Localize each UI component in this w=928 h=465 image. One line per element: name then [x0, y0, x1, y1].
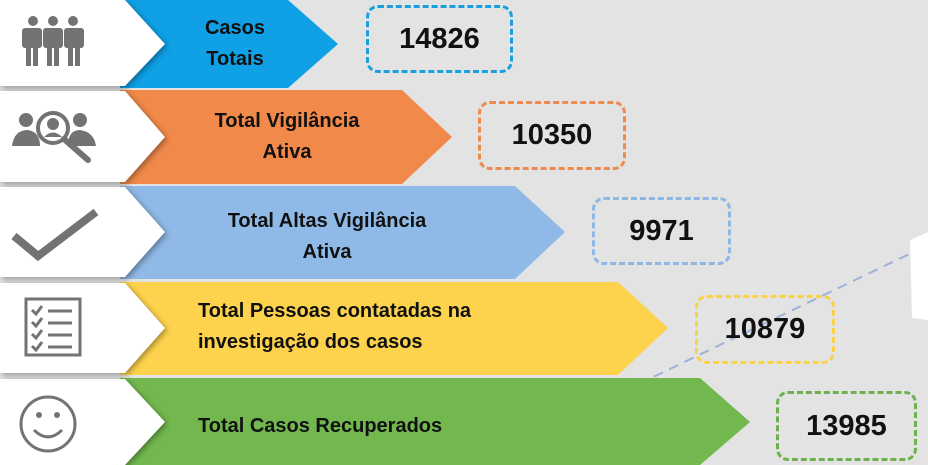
arrow-vigilancia — [120, 90, 452, 184]
arrow-pessoas — [120, 282, 668, 375]
arrow-casos-totais — [120, 0, 338, 88]
value-vigilancia: 10350 — [478, 101, 626, 170]
label-line: Ativa — [262, 141, 312, 163]
label-vigilancia: Total Vigilância Ativa — [187, 106, 387, 168]
label-line: Casos — [204, 17, 266, 39]
people-icon — [22, 16, 84, 66]
label-line: Ativa — [302, 241, 352, 263]
label-line: Total Pessoas contatadas na — [198, 300, 472, 322]
label-line: Total Vigilância — [214, 110, 360, 132]
value-altas: 9971 — [592, 197, 731, 265]
label-line: investigação dos casos — [198, 331, 423, 353]
search-person-icon — [12, 111, 96, 163]
value-pessoas: 10879 — [695, 295, 835, 364]
label-line: Totais — [206, 48, 264, 70]
label-recuperados: Total Casos Recuperados — [198, 415, 443, 437]
checklist-icon — [24, 297, 82, 357]
value-recuperados: 13985 — [776, 391, 917, 461]
checkmark-icon — [11, 208, 99, 262]
arrow-recuperados — [120, 378, 750, 465]
smiley-icon — [19, 395, 77, 453]
map-fragment — [910, 232, 928, 320]
label-pessoas: Total Pessoas contatadas na investigação… — [198, 296, 618, 358]
value-casos-totais: 14826 — [366, 5, 513, 73]
icon-panel — [0, 379, 165, 465]
label-casos-totais: Casos Totais — [160, 13, 310, 75]
arrow-altas — [120, 186, 565, 279]
label-altas: Total Altas Vigilância Ativa — [196, 206, 458, 268]
label-line: Total Altas Vigilância — [227, 210, 427, 232]
